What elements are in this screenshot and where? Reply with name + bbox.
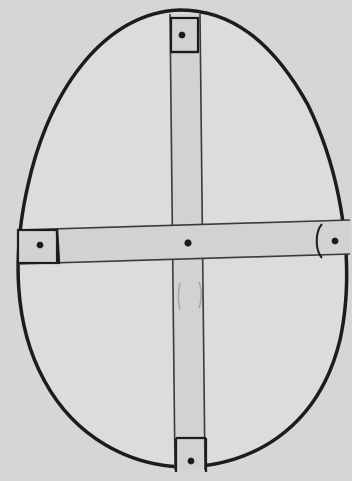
center-dot: [184, 239, 191, 246]
right-dot: [332, 238, 339, 245]
bottom-dot: [188, 458, 195, 465]
top-dot: [179, 32, 186, 39]
left-dot: [37, 242, 44, 249]
